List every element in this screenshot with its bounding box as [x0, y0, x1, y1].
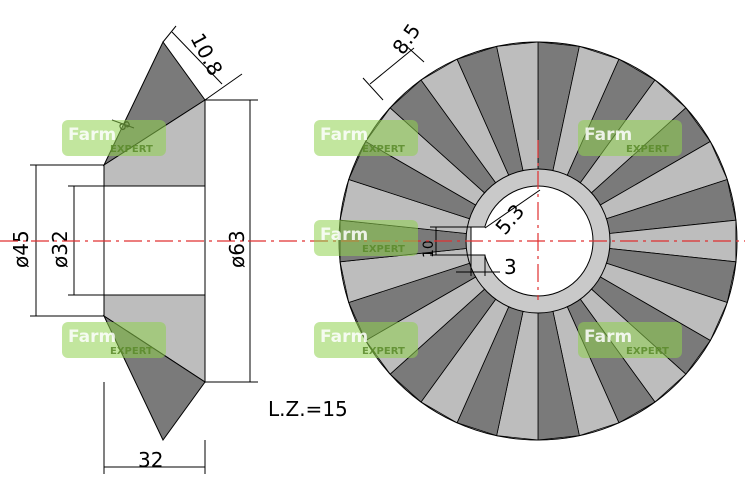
svg-text:Farm: Farm — [584, 125, 632, 145]
dim-face-width: 10.8 — [186, 29, 228, 80]
watermark: Farm EXPERT — [62, 120, 166, 156]
watermark: Farm EXPERT — [314, 220, 418, 256]
watermark: Farm EXPERT — [62, 322, 166, 358]
svg-text:Farm: Farm — [320, 125, 368, 145]
dim-tooth-pitch: 8.5 — [387, 19, 425, 59]
svg-text:Farm: Farm — [68, 125, 116, 145]
watermark: Farm EXPERT — [314, 322, 418, 358]
svg-text:Farm: Farm — [68, 327, 116, 347]
svg-text:EXPERT: EXPERT — [362, 346, 405, 357]
dim-bore-dia: ø32 — [48, 230, 72, 268]
svg-text:EXPERT: EXPERT — [626, 144, 669, 155]
watermark: Farm EXPERT — [578, 120, 682, 156]
svg-text:Farm: Farm — [584, 327, 632, 347]
svg-text:Farm: Farm — [320, 225, 368, 245]
dim-length: 32 — [138, 448, 163, 472]
svg-text:EXPERT: EXPERT — [626, 346, 669, 357]
watermarks: Farm EXPERT Farm EXPERT Farm EXPERT Farm… — [62, 120, 682, 358]
dim-hub-dia: ø45 — [9, 230, 33, 268]
svg-text:EXPERT: EXPERT — [362, 244, 405, 255]
dim-outer-dia: ø63 — [225, 230, 249, 268]
watermark: Farm EXPERT — [578, 322, 682, 358]
svg-text:EXPERT: EXPERT — [110, 144, 153, 155]
watermark: Farm EXPERT — [314, 120, 418, 156]
svg-text:EXPERT: EXPERT — [362, 144, 405, 155]
dim-keyway-offset: 3 — [504, 255, 517, 279]
teeth-count-note: L.Z.=15 — [268, 397, 348, 421]
dim-keyway-width: 10 — [421, 240, 437, 258]
svg-text:EXPERT: EXPERT — [110, 346, 153, 357]
svg-text:Farm: Farm — [320, 327, 368, 347]
